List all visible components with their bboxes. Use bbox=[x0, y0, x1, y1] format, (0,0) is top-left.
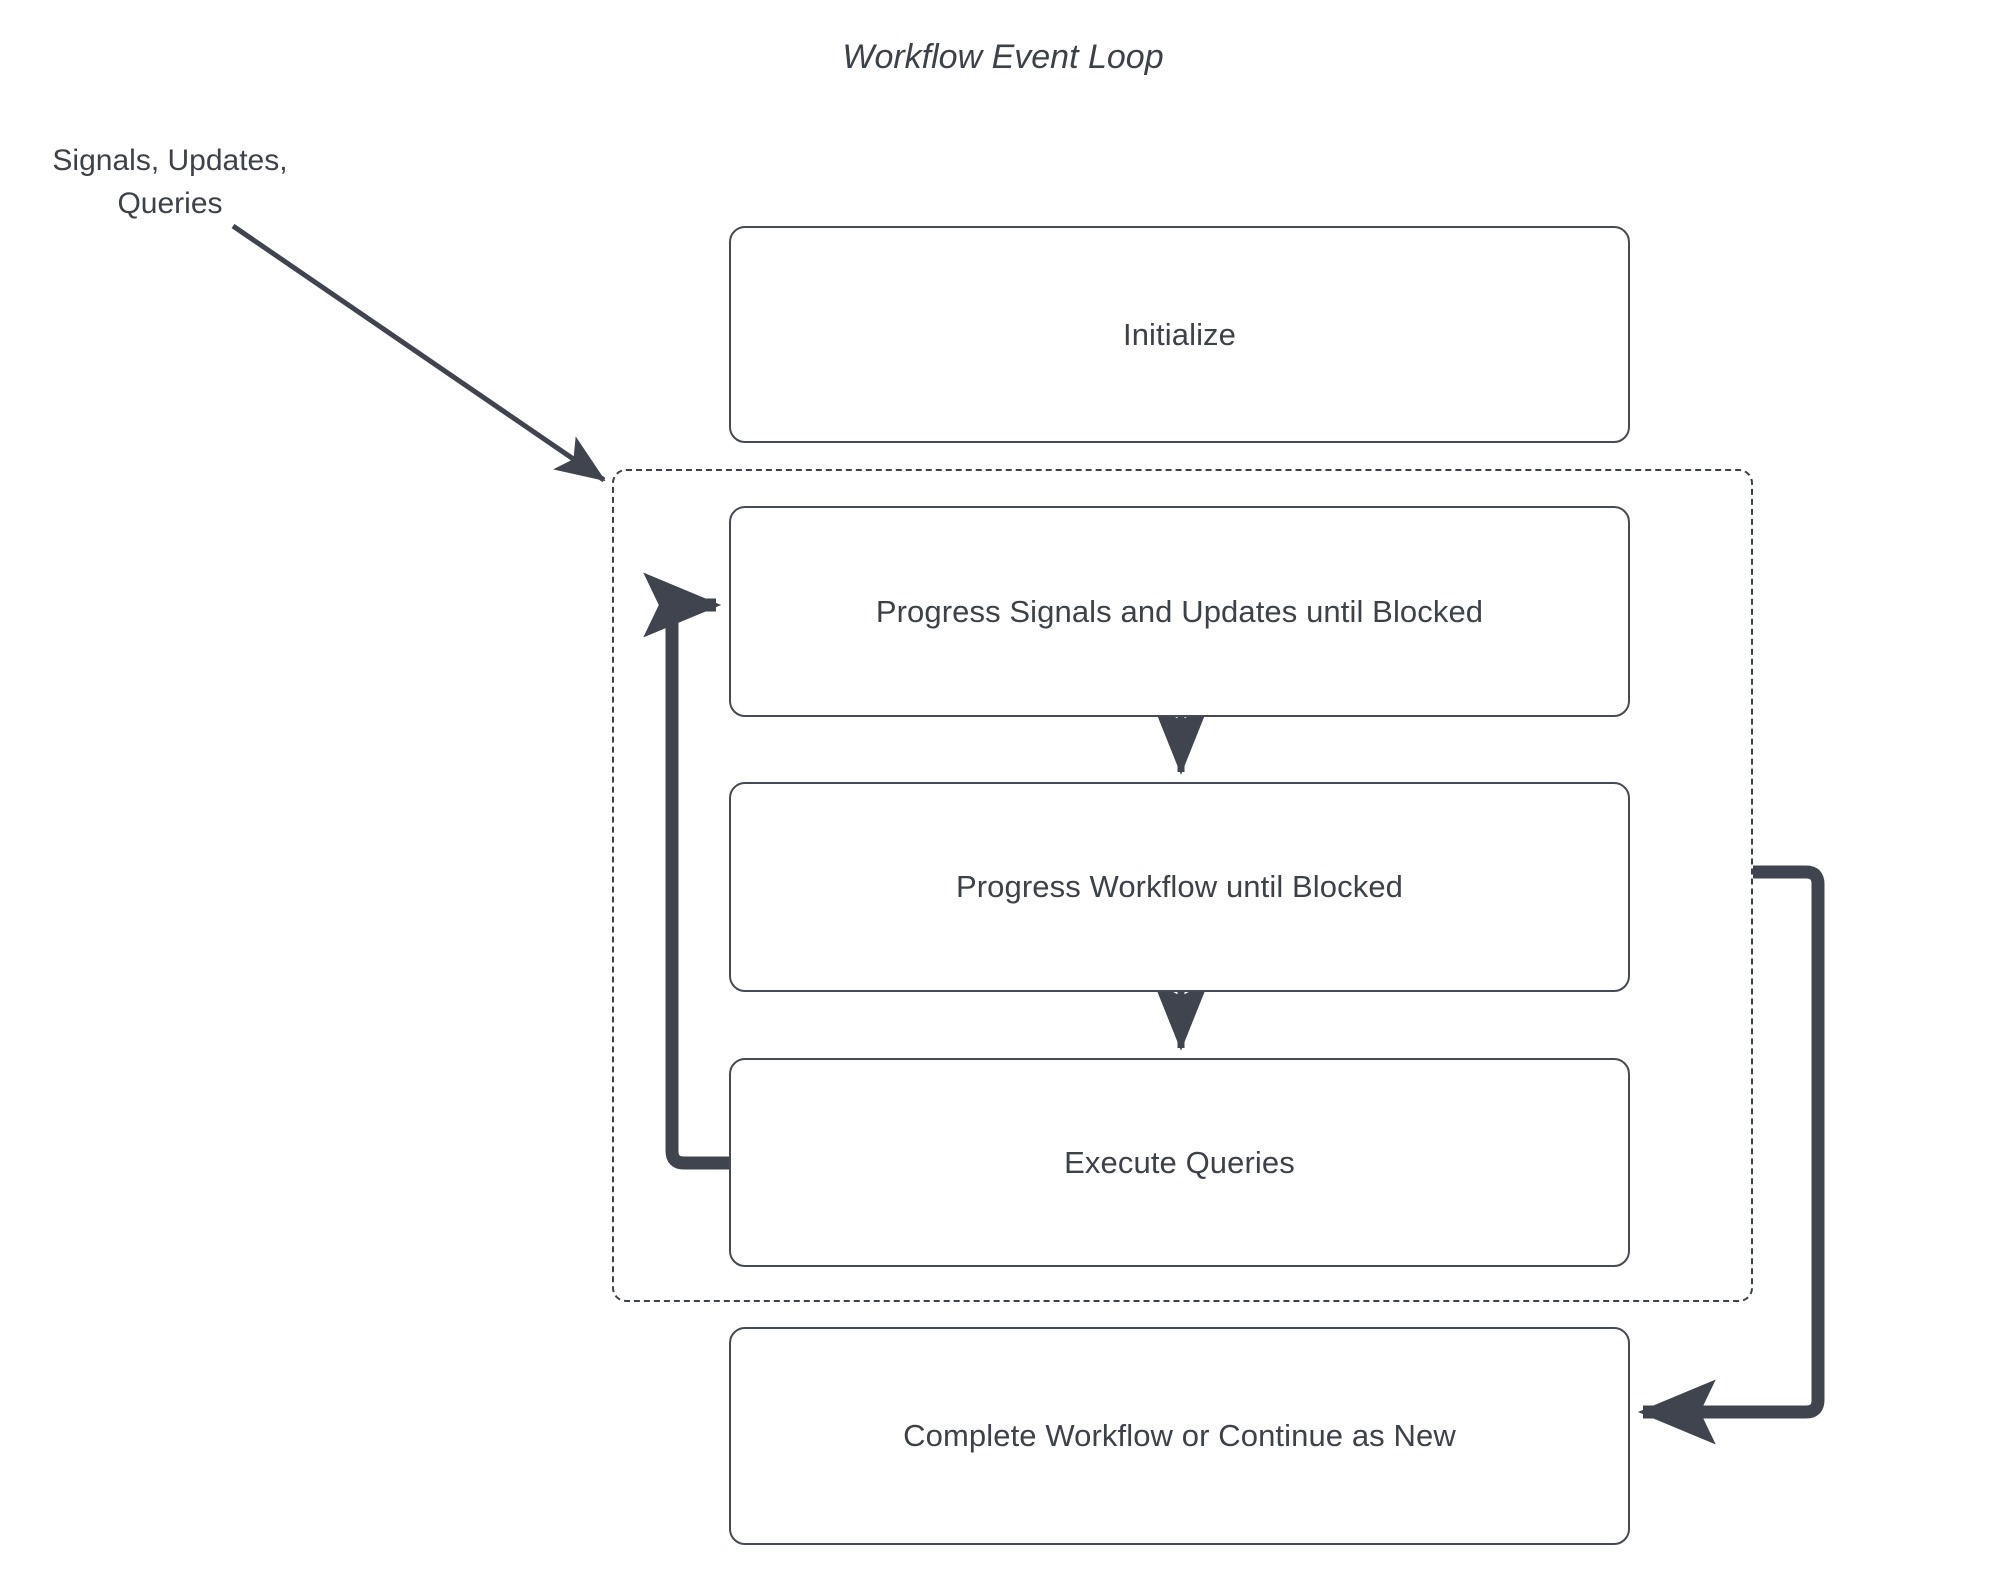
node-initialize-label: Initialize bbox=[1123, 316, 1236, 352]
node-progress-signals[interactable]: Progress Signals and Updates until Block… bbox=[729, 506, 1630, 717]
node-complete-workflow[interactable]: Complete Workflow or Continue as New bbox=[729, 1327, 1630, 1545]
node-progress-signals-label: Progress Signals and Updates until Block… bbox=[875, 593, 1484, 629]
node-execute-queries-label: Execute Queries bbox=[1064, 1144, 1295, 1180]
page-title: Workflow Event Loop bbox=[842, 38, 1164, 76]
edge-loop-to-complete bbox=[1637, 865, 1825, 1445]
event-loop-container bbox=[612, 469, 1753, 1302]
node-progress-workflow-label: Progress Workflow until Blocked bbox=[955, 869, 1404, 905]
node-complete-workflow-label: Complete Workflow or Continue as New bbox=[903, 1418, 1456, 1454]
node-initialize[interactable]: Initialize bbox=[729, 226, 1630, 443]
edge-queries-loop-back bbox=[643, 572, 729, 1170]
edge-signals-into-loop bbox=[231, 223, 606, 483]
node-progress-workflow[interactable]: Progress Workflow until Blocked bbox=[729, 782, 1630, 992]
external-input-label: Signals, Updates, Queries bbox=[52, 144, 288, 220]
node-execute-queries[interactable]: Execute Queries bbox=[729, 1058, 1630, 1267]
